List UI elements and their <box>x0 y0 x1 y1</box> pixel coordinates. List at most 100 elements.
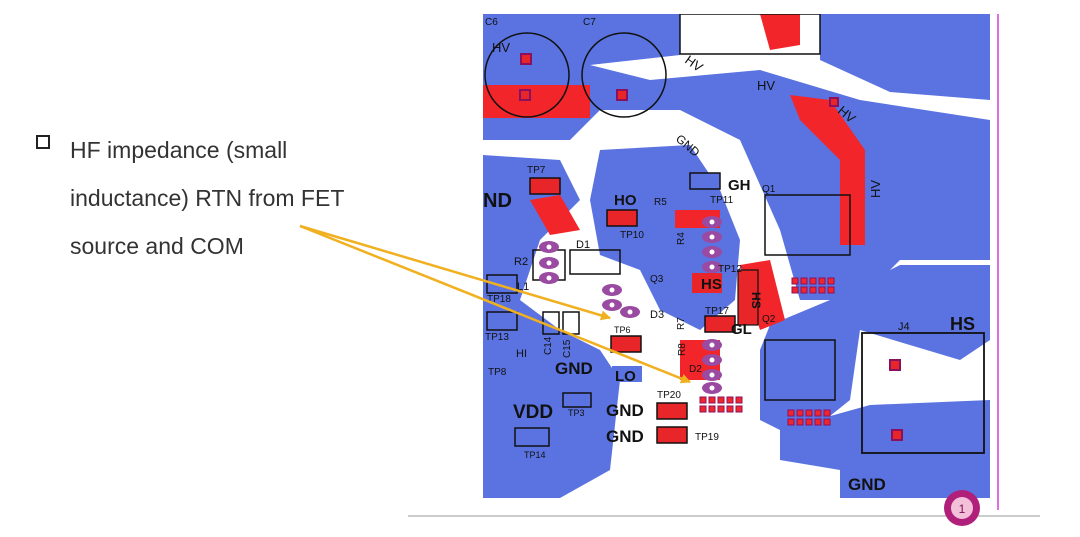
silkscreen-label-hi: HI <box>516 348 527 360</box>
silkscreen-label-gnd2: GND <box>606 427 644 446</box>
via-grid-pad <box>699 396 707 404</box>
silkscreen-label-c7: C7 <box>583 17 596 28</box>
via-grid-pad <box>805 409 813 417</box>
gh-pad <box>689 172 721 190</box>
via-grid-pad <box>796 409 804 417</box>
via-grid-pad <box>796 418 804 426</box>
via-hole <box>546 275 552 281</box>
via-grid-pad <box>809 277 817 285</box>
via-hole <box>709 372 715 378</box>
silkscreen-label-tp3: TP3 <box>568 408 585 418</box>
via-grid-pad <box>735 405 743 413</box>
silkscreen-label-tp6: TP6 <box>614 325 631 335</box>
silkscreen-label-vdd: VDD <box>513 402 553 423</box>
via-grid-pad <box>791 277 799 285</box>
page-number: 1 <box>959 502 966 516</box>
silkscreen-label-hv3: HV <box>757 78 775 93</box>
silkscreen-label-gnd1: GND <box>606 401 644 420</box>
silkscreen-label-tp17: TP17 <box>705 306 729 317</box>
via-pad <box>889 359 901 371</box>
d1-outline <box>569 249 621 275</box>
capacitor-c7-outline <box>581 32 667 118</box>
silkscreen-label-tp20: TP20 <box>657 390 681 401</box>
via-grid-pad <box>717 405 725 413</box>
via-grid-pad <box>823 418 831 426</box>
bullet-line: HF impedance (small <box>70 137 288 163</box>
silkscreen-label-ho: HO <box>614 192 637 209</box>
bullet-text: HF impedance (small inductance) RTN from… <box>70 126 450 270</box>
via-grid-pad <box>827 277 835 285</box>
via-hole <box>709 219 715 225</box>
hv-trace-left <box>530 195 580 235</box>
tp13-outline <box>486 311 518 331</box>
silkscreen-label-j4: J4 <box>898 321 910 333</box>
component-outline-top <box>679 14 821 55</box>
silkscreen-label-tp12: TP12 <box>718 264 742 275</box>
tp14-pad <box>514 427 550 447</box>
via-pad <box>616 89 628 101</box>
q1-outline <box>764 194 851 256</box>
via-hole <box>609 302 615 308</box>
silkscreen-label-q1: Q1 <box>762 184 776 195</box>
via-pad <box>519 89 531 101</box>
via-grid-pad <box>717 396 725 404</box>
silkscreen-label-tp8: TP8 <box>488 367 507 378</box>
silkscreen-label-c15: C15 <box>562 339 573 358</box>
tp3-pad <box>562 392 592 408</box>
silkscreen-label-r2: R2 <box>514 256 528 268</box>
via-grid-pad <box>805 418 813 426</box>
silkscreen-label-hv1: HV <box>492 40 510 55</box>
silkscreen-label-nd: ND <box>483 190 512 212</box>
via-grid-pad <box>800 286 808 294</box>
silkscreen-label-gl: GL <box>731 321 752 338</box>
annotation-arrow <box>299 224 691 384</box>
via-grid-pad <box>800 277 808 285</box>
via-grid-pad <box>787 409 795 417</box>
silkscreen-label-r4: R4 <box>676 232 687 245</box>
hv-trace-top <box>483 85 590 118</box>
silkscreen-label-hv5: HV <box>868 180 883 198</box>
tp18-outline <box>486 274 518 294</box>
via-grid-pad <box>823 409 831 417</box>
silkscreen-label-r7: R7 <box>676 317 687 330</box>
via-grid-pad <box>818 286 826 294</box>
capacitor-c6-outline <box>484 32 570 118</box>
hs-vertical-pad <box>737 269 759 326</box>
silkscreen-label-tp10: TP10 <box>620 230 644 241</box>
gnd-pour-right-lower <box>760 265 990 440</box>
via-grid-pad <box>735 396 743 404</box>
silkscreen-label-tp7: TP7 <box>527 165 546 176</box>
via-hole <box>709 234 715 240</box>
via-pad <box>829 97 839 107</box>
silkscreen-label-r8: R8 <box>677 343 688 356</box>
silkscreen-label-tp14: TP14 <box>524 450 546 460</box>
hv-trace-right <box>790 95 865 245</box>
via-grid-pad <box>814 418 822 426</box>
via-hole <box>546 244 552 250</box>
silkscreen-label-gnd-left: GND <box>555 359 593 378</box>
via-grid-pad <box>791 286 799 294</box>
via-hole <box>627 309 633 315</box>
ho-pad <box>606 209 638 227</box>
annotation-arrow <box>299 224 611 321</box>
gnd-pour-bottom-right <box>780 400 990 498</box>
silkscreen-label-d3: D3 <box>650 309 664 321</box>
silkscreen-label-hs-right: HS <box>950 314 975 334</box>
via-hole <box>709 357 715 363</box>
via-grid-pad <box>708 405 716 413</box>
hv-trace-diag-1 <box>760 14 800 50</box>
via-grid-pad <box>699 405 707 413</box>
silkscreen-label-c14: C14 <box>543 336 554 355</box>
via-grid-pad <box>708 396 716 404</box>
tp20-pad <box>656 402 688 420</box>
page-number-badge-inner <box>951 497 973 519</box>
silkscreen-label-d2: D2 <box>689 364 702 375</box>
q2-outline <box>764 339 836 401</box>
via-grid-pad <box>787 418 795 426</box>
via-grid-pad <box>809 286 817 294</box>
silkscreen-label-q2: Q2 <box>762 314 776 325</box>
silkscreen-label-hs-vert: HS <box>749 292 763 309</box>
via-hole <box>709 249 715 255</box>
via-pad <box>891 429 903 441</box>
via-hole <box>546 260 552 266</box>
